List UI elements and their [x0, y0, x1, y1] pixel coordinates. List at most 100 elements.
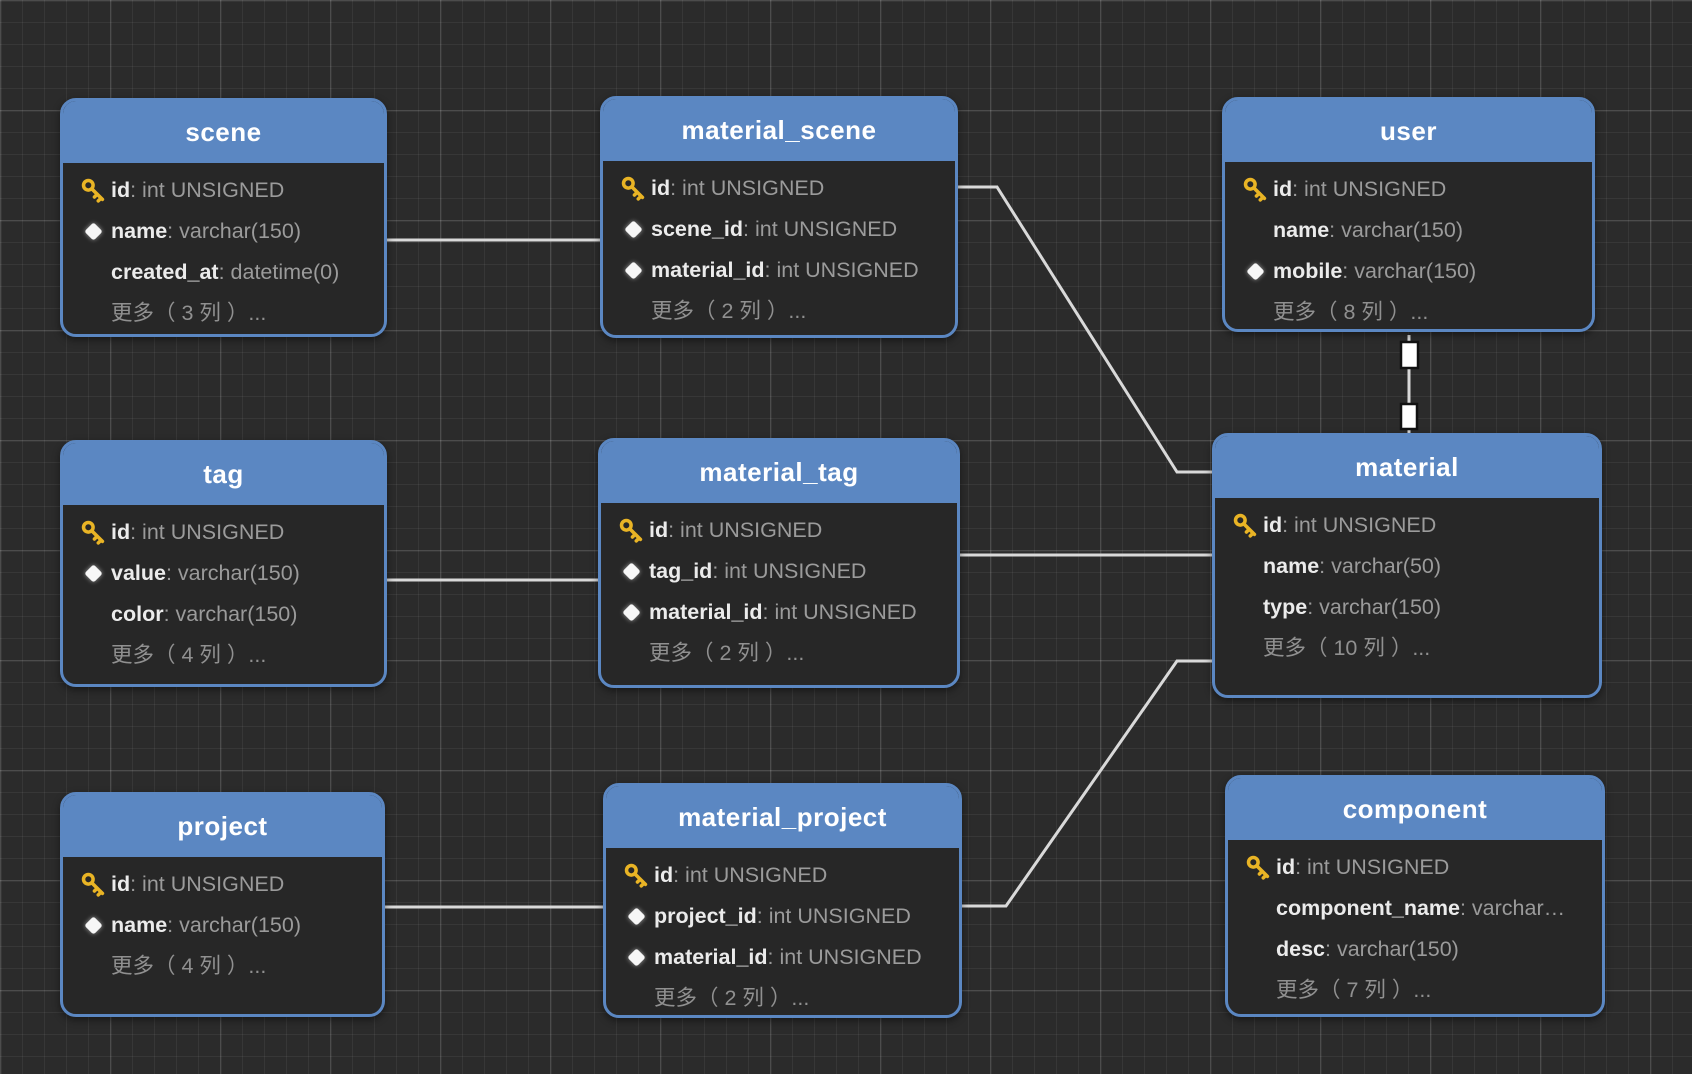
field-text: id: int UNSIGNED — [1276, 854, 1450, 879]
field-material_id: material_id: int UNSIGNED — [615, 250, 947, 291]
field-icon-cell — [615, 261, 651, 280]
diamond-icon — [83, 222, 103, 241]
field-text: id: int UNSIGNED — [111, 871, 285, 896]
table-scene[interactable]: scene id: int UNSIGNED name: varchar(150… — [60, 98, 387, 337]
table-header[interactable]: material_scene — [603, 99, 955, 161]
field-id: id: int UNSIGNED — [615, 168, 947, 209]
more-columns-label: 更多（ 7 列 ）... — [1276, 977, 1432, 1002]
table-body: id: int UNSIGNED value: varchar(150) col… — [63, 505, 384, 676]
field-text: name: varchar(150) — [111, 912, 302, 937]
table-project[interactable]: project id: int UNSIGNED name: varchar(1… — [60, 792, 385, 1017]
more-columns-row[interactable]: 更多（ 4 列 ）... — [75, 635, 376, 676]
more-columns-row[interactable]: 更多（ 7 列 ）... — [1240, 970, 1594, 1011]
field-id: id: int UNSIGNED — [75, 512, 376, 553]
table-header[interactable]: component — [1228, 778, 1602, 840]
table-header[interactable]: project — [63, 795, 382, 857]
field-text: color: varchar(150) — [111, 601, 298, 626]
more-columns-label: 更多（ 4 列 ）... — [111, 642, 267, 667]
table-material_project[interactable]: material_project id: int UNSIGNED projec… — [603, 783, 962, 1018]
diamond-icon — [626, 907, 646, 926]
primary-key-icon — [81, 872, 104, 897]
field-text: material_id: int UNSIGNED — [654, 944, 922, 969]
field-id: id: int UNSIGNED — [1227, 505, 1591, 546]
diamond-icon — [623, 261, 643, 280]
table-header[interactable]: material — [1215, 436, 1599, 498]
table-body: id: int UNSIGNED component_name: varchar… — [1228, 840, 1602, 1011]
primary-key-icon — [81, 178, 104, 203]
relationship-line-material_scene-material[interactable] — [958, 185, 1212, 474]
table-user[interactable]: user id: int UNSIGNED name: varchar(150)… — [1222, 97, 1595, 332]
more-columns-row[interactable]: 更多（ 4 列 ）... — [75, 946, 374, 987]
table-material[interactable]: material id: int UNSIGNED name: varchar(… — [1212, 433, 1602, 698]
field-icon-cell — [1237, 262, 1273, 281]
field-text: id: int UNSIGNED — [651, 175, 825, 200]
table-header[interactable]: material_tag — [601, 441, 957, 503]
field-icon-cell — [75, 871, 111, 898]
more-columns-row[interactable]: 更多（ 3 列 ）... — [75, 293, 376, 334]
relationship-line-material_project-material[interactable] — [962, 659, 1212, 908]
field-text: material_id: int UNSIGNED — [649, 599, 917, 624]
field-text: material_id: int UNSIGNED — [651, 257, 919, 282]
diamond-icon — [623, 220, 643, 239]
table-component[interactable]: component id: int UNSIGNED component_nam… — [1225, 775, 1605, 1017]
field-material_id: material_id: int UNSIGNED — [613, 592, 949, 633]
table-title: scene — [185, 116, 262, 147]
table-header[interactable]: scene — [63, 101, 384, 163]
field-id: id: int UNSIGNED — [618, 855, 951, 896]
field-text: id: int UNSIGNED — [111, 519, 285, 544]
primary-key-icon — [1246, 855, 1269, 880]
field-icon-cell — [1240, 854, 1276, 881]
field-text: tag_id: int UNSIGNED — [649, 558, 867, 583]
more-columns-row[interactable]: 更多（ 8 列 ）... — [1237, 292, 1584, 329]
table-body: id: int UNSIGNED name: varchar(150) crea… — [63, 163, 384, 334]
table-title: user — [1380, 115, 1437, 146]
table-tag[interactable]: tag id: int UNSIGNED value: varchar(150)… — [60, 440, 387, 687]
field-icon-cell — [615, 220, 651, 239]
more-columns-label: 更多（ 10 列 ）... — [1263, 635, 1431, 660]
more-columns-label: 更多（ 8 列 ）... — [1273, 299, 1429, 324]
table-body: id: int UNSIGNED scene_id: int UNSIGNED … — [603, 161, 955, 332]
more-columns-row[interactable]: 更多（ 2 列 ）... — [613, 633, 949, 674]
table-title: material_tag — [699, 456, 859, 487]
table-title: material — [1355, 451, 1459, 482]
more-columns-row[interactable]: 更多（ 10 列 ）... — [1227, 628, 1591, 669]
table-header[interactable]: material_project — [606, 786, 959, 848]
field-desc: desc: varchar(150) — [1240, 929, 1594, 970]
field-icon-cell — [618, 948, 654, 967]
primary-key-icon — [624, 863, 647, 888]
field-id: id: int UNSIGNED — [75, 170, 376, 211]
table-title: component — [1342, 793, 1488, 824]
table-body: id: int UNSIGNED name: varchar(50) type:… — [1215, 498, 1599, 669]
table-body: id: int UNSIGNED name: varchar(150) 更多（ … — [63, 857, 382, 987]
field-icon-cell — [75, 564, 111, 583]
field-text: id: int UNSIGNED — [1263, 512, 1437, 537]
diamond-icon — [621, 562, 641, 581]
more-columns-row[interactable]: 更多（ 2 列 ）... — [615, 291, 947, 332]
field-text: component_name: varchar… — [1276, 895, 1566, 920]
table-body: id: int UNSIGNED name: varchar(150) mobi… — [1225, 162, 1592, 329]
diamond-icon — [621, 603, 641, 622]
field-text: id: int UNSIGNED — [1273, 176, 1447, 201]
diamond-icon — [626, 948, 646, 967]
field-icon-cell — [615, 175, 651, 202]
field-text: name: varchar(150) — [111, 218, 302, 243]
table-header[interactable]: user — [1225, 100, 1592, 162]
field-icon-cell — [613, 517, 649, 544]
field-text: value: varchar(150) — [111, 560, 300, 585]
more-columns-label: 更多（ 4 列 ）... — [111, 953, 267, 978]
table-header[interactable]: tag — [63, 443, 384, 505]
table-material_scene[interactable]: material_scene id: int UNSIGNED scene_id… — [600, 96, 958, 338]
table-material_tag[interactable]: material_tag id: int UNSIGNED tag_id: in… — [598, 438, 960, 688]
primary-key-icon — [619, 518, 642, 543]
field-id: id: int UNSIGNED — [1237, 169, 1584, 210]
field-name: name: varchar(50) — [1227, 546, 1591, 587]
field-scene_id: scene_id: int UNSIGNED — [615, 209, 947, 250]
more-columns-row[interactable]: 更多（ 2 列 ）... — [618, 978, 951, 1015]
field-icon-cell — [618, 862, 654, 889]
field-name: name: varchar(150) — [75, 905, 374, 946]
field-project_id: project_id: int UNSIGNED — [618, 896, 951, 937]
field-text: desc: varchar(150) — [1276, 936, 1459, 961]
field-text: project_id: int UNSIGNED — [654, 903, 911, 928]
table-title: material_project — [678, 801, 887, 832]
